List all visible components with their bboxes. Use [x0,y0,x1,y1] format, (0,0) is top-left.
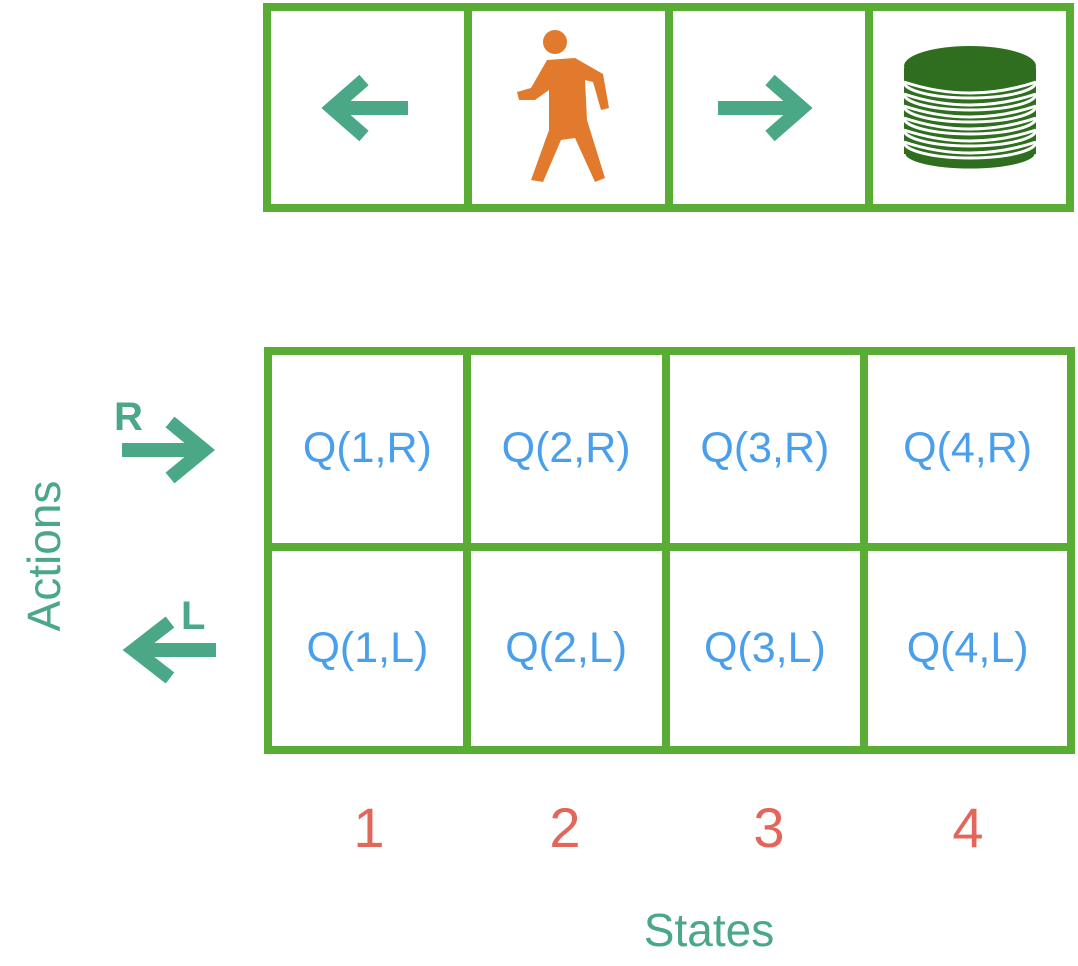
q-cell: Q(3,R) [669,355,869,551]
env-cell-4 [873,11,1066,204]
q-cell: Q(3,L) [670,550,869,746]
environment-row [263,3,1074,212]
q-cell: Q(4,R) [868,355,1067,551]
coin-stack-icon [902,45,1038,171]
q-cell: Q(1,L) [272,550,471,746]
state-number: 1 [353,796,385,859]
action-right-arrow-icon [120,414,220,491]
q-cell: Q(2,L) [471,550,670,746]
state-number: 3 [753,796,785,859]
state-number: 2 [549,796,581,859]
action-right-letter: R [114,395,143,439]
right-arrow-icon [717,74,813,141]
states-axis-label: States [643,904,775,956]
q-cell: Q(2,R) [470,355,670,551]
q-table: Q(1,R) Q(2,R) Q(3,R) Q(4,R) Q(1,L) Q(2,L… [264,347,1075,754]
left-arrow-icon [321,74,409,141]
q-cell: Q(4,L) [906,623,1029,672]
env-cell-2 [472,11,673,204]
state-number: 4 [952,796,984,859]
action-left-letter: L [181,594,206,638]
actions-axis-label: Actions [18,480,70,632]
q-cell: Q(1,R) [272,355,471,551]
env-cell-3 [673,11,874,204]
walking-person-icon [517,29,610,182]
env-cell-1 [271,11,472,204]
action-left-arrow-icon [118,614,218,691]
